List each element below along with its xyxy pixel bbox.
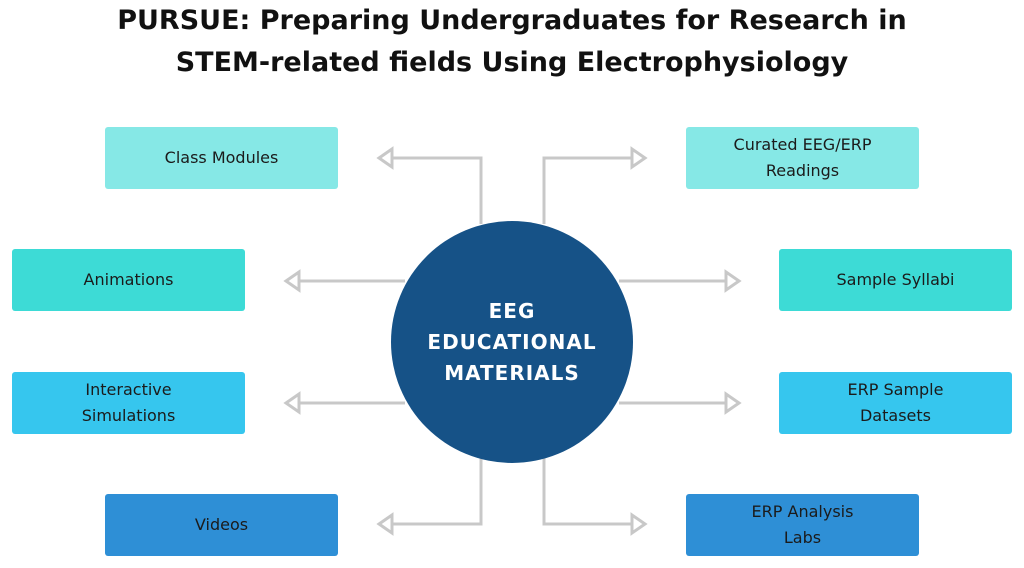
box-label: ERP Sample [847,380,944,399]
box-label: ERP Analysis [751,502,854,521]
box-label: Labs [783,528,822,547]
box-class-modules: Class Modules [105,127,338,189]
hub-line-2: EDUCATIONAL [427,329,597,354]
arrowhead-left [283,269,301,293]
arrowhead-left [376,512,394,536]
title-line-2: STEM-related fields Using Electrophysiol… [175,47,849,78]
box-label: Datasets [859,406,931,425]
connector-curated-readings [542,156,632,224]
arrowhead-right [630,512,648,536]
box-curated-readings: Curated EEG/ERP Readings [686,127,919,189]
box-label: Readings [765,161,840,180]
box-label: Sample Syllabi [836,270,955,289]
hub-line-1: EEG [488,298,536,323]
arrowhead-right [630,146,648,170]
connector-class-modules [392,156,483,224]
box-label: Class Modules [164,148,279,167]
box-videos: Videos [105,494,338,556]
hub-circle: EEG EDUCATIONAL MATERIALS [391,221,633,463]
arrowhead-left [283,391,301,415]
arrowhead-right [724,269,742,293]
box-label: Interactive [85,380,172,399]
box-label: Videos [194,515,249,534]
arrowhead-right [724,391,742,415]
connector-analysis-labs [542,458,632,526]
connector-videos [392,458,483,526]
title-line-1: PURSUE: Preparing Undergraduates for Res… [117,5,907,36]
box-sample-syllabi: Sample Syllabi [779,249,1012,311]
box-animations: Animations [12,249,245,311]
diagram-title: PURSUE: Preparing Undergraduates for Res… [0,0,1024,84]
box-label: Animations [83,270,174,289]
box-label: Curated EEG/ERP [733,135,872,154]
hub-line-3: MATERIALS [444,360,580,385]
box-label: Simulations [81,406,176,425]
arrowhead-left [376,146,394,170]
